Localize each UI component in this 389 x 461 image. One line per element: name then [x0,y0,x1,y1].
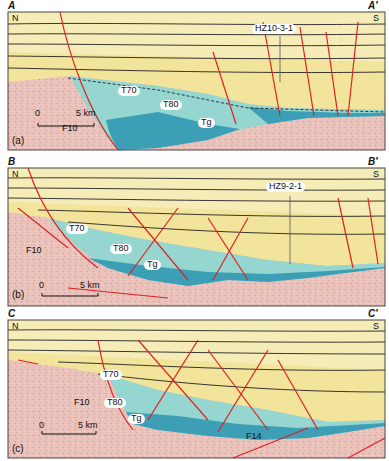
section-a [8,12,385,150]
scale-label: 5 km [76,109,96,119]
well-name: HZ10-3-1 [252,24,296,34]
fault-label: F10 [62,124,78,134]
panel-label: (a) [12,135,24,146]
section-end-letter: B′ [368,156,378,167]
scale-label: 5 km [80,281,100,291]
section-end-letter: A′ [368,0,378,11]
section-end-letter: B [8,156,15,167]
direction-label: S [373,322,379,332]
direction-label: N [12,322,19,332]
horizon-label: T80 [104,398,126,408]
fault-label: F10 [74,398,90,408]
panel-label: (c) [12,443,24,454]
scale-label: 0 [39,281,44,291]
section-c [8,320,385,458]
direction-label: S [373,170,379,180]
well-name: HZ9-2-1 [266,182,305,192]
panel-label: (b) [12,289,24,300]
scale-label: 0 [39,421,44,431]
direction-label: N [12,14,19,24]
horizon-label: Tg [198,118,215,128]
section-b [8,168,385,306]
horizon-label: T80 [110,244,132,254]
section-end-letter: A [8,0,15,11]
horizon-label: T70 [100,370,122,380]
direction-label: S [373,14,379,24]
scale-label: 0 [35,109,40,119]
horizon-label: Tg [144,260,161,270]
horizon-label: T70 [66,224,88,234]
section-end-letter: C [8,308,15,319]
section-end-letter: C′ [368,308,378,319]
fault-label: F10 [26,246,42,256]
horizon-label: Tg [128,414,145,424]
scale-label: 5 km [78,421,98,431]
direction-label: N [12,170,19,180]
fault-label: F14 [246,432,262,442]
horizon-label: T80 [160,100,182,110]
horizon-label: T70 [118,86,140,96]
